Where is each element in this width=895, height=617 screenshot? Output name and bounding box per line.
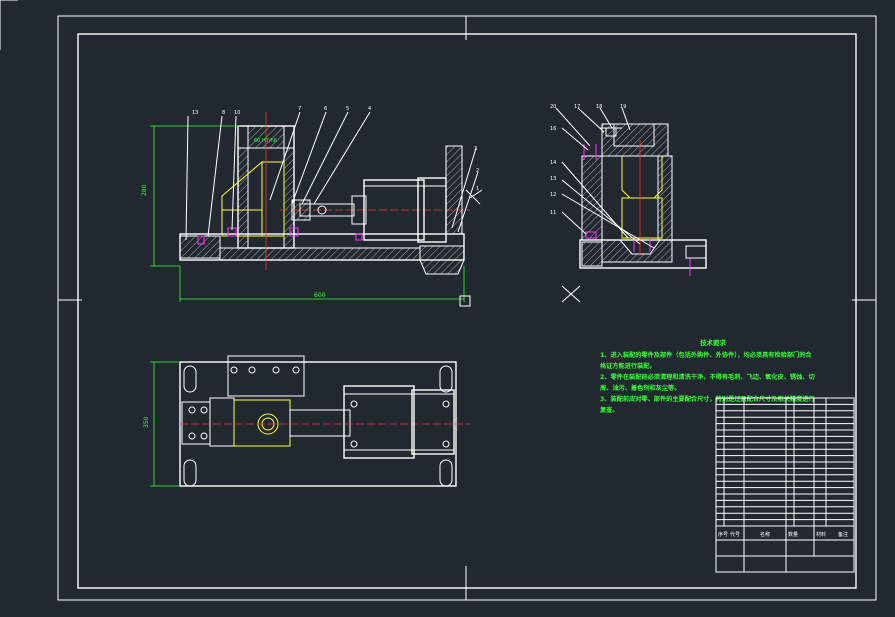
tech-requirements: 技术要求 1、进入装配的零件及部件（包括外购件、外协件），均必须具有检验部门的合… (599, 338, 815, 414)
balloon-5: 5 (346, 106, 349, 112)
tech-title: 技术要求 (700, 338, 727, 347)
tech-line-5: 3、装配前应对零、部件的主要配合尺寸，特别是过盈配合尺寸及相关精度进行 (600, 395, 815, 403)
sheet-border (0, 0, 877, 601)
balloon-10: 10 (234, 110, 240, 116)
tech-line-6: 复查。 (599, 406, 619, 414)
front-view (150, 111, 483, 307)
balloon-20: 20 (550, 104, 556, 110)
balloon-13: 13 (192, 110, 198, 116)
balloon-6: 6 (324, 106, 327, 112)
dim-height-plan: 350 (143, 416, 150, 428)
balloon-13s: 13 (550, 176, 556, 182)
dim-height-left: 280 (141, 184, 148, 196)
balloon-8: 8 (222, 110, 225, 116)
balloon-4: 4 (368, 106, 371, 112)
tech-line-2: 格证方能进行装配。 (600, 362, 656, 370)
col-qty: 数量 (788, 531, 798, 538)
side-view (555, 107, 707, 303)
label-small: 60 H7/h6 (254, 138, 277, 144)
balloons-front: 13 8 10 7 6 5 4 3 2 1 (192, 106, 479, 192)
balloon-18: 18 (596, 104, 602, 110)
balloon-19: 19 (620, 104, 626, 110)
balloon-11: 11 (550, 210, 556, 216)
plan-view (150, 355, 470, 487)
balloon-2: 2 (476, 168, 479, 174)
balloon-12: 12 (550, 192, 556, 198)
col-name: 名称 (760, 531, 770, 538)
tech-line-4: 屑、油污、着色剂和灰尘等。 (599, 384, 680, 392)
col-material: 材料 (816, 531, 826, 538)
dim-length-bottom: 600 (314, 292, 326, 299)
tech-line-3: 2、零件在装配前必须清理和清洗干净，不得有毛刺、飞边、氧化皮、锈蚀、切 (600, 373, 815, 381)
bom-table (715, 397, 855, 573)
col-remark: 备注 (838, 531, 848, 538)
col-code: 代号 (730, 531, 740, 538)
title-block-headers: 序号 代号 名称 数量 材料 备注 (718, 531, 848, 538)
balloon-7: 7 (298, 106, 301, 112)
balloon-1: 1 (476, 186, 479, 192)
balloon-17: 17 (574, 104, 580, 110)
balloon-16: 16 (550, 126, 556, 132)
col-seq: 序号 (718, 531, 728, 538)
balloon-14: 14 (550, 160, 556, 166)
balloons-side: 20 17 18 19 16 14 13 12 11 (550, 104, 626, 216)
tech-line-1: 1、进入装配的零件及部件（包括外购件、外协件），均必须具有检验部门的合 (600, 351, 812, 359)
balloon-3: 3 (474, 146, 477, 152)
